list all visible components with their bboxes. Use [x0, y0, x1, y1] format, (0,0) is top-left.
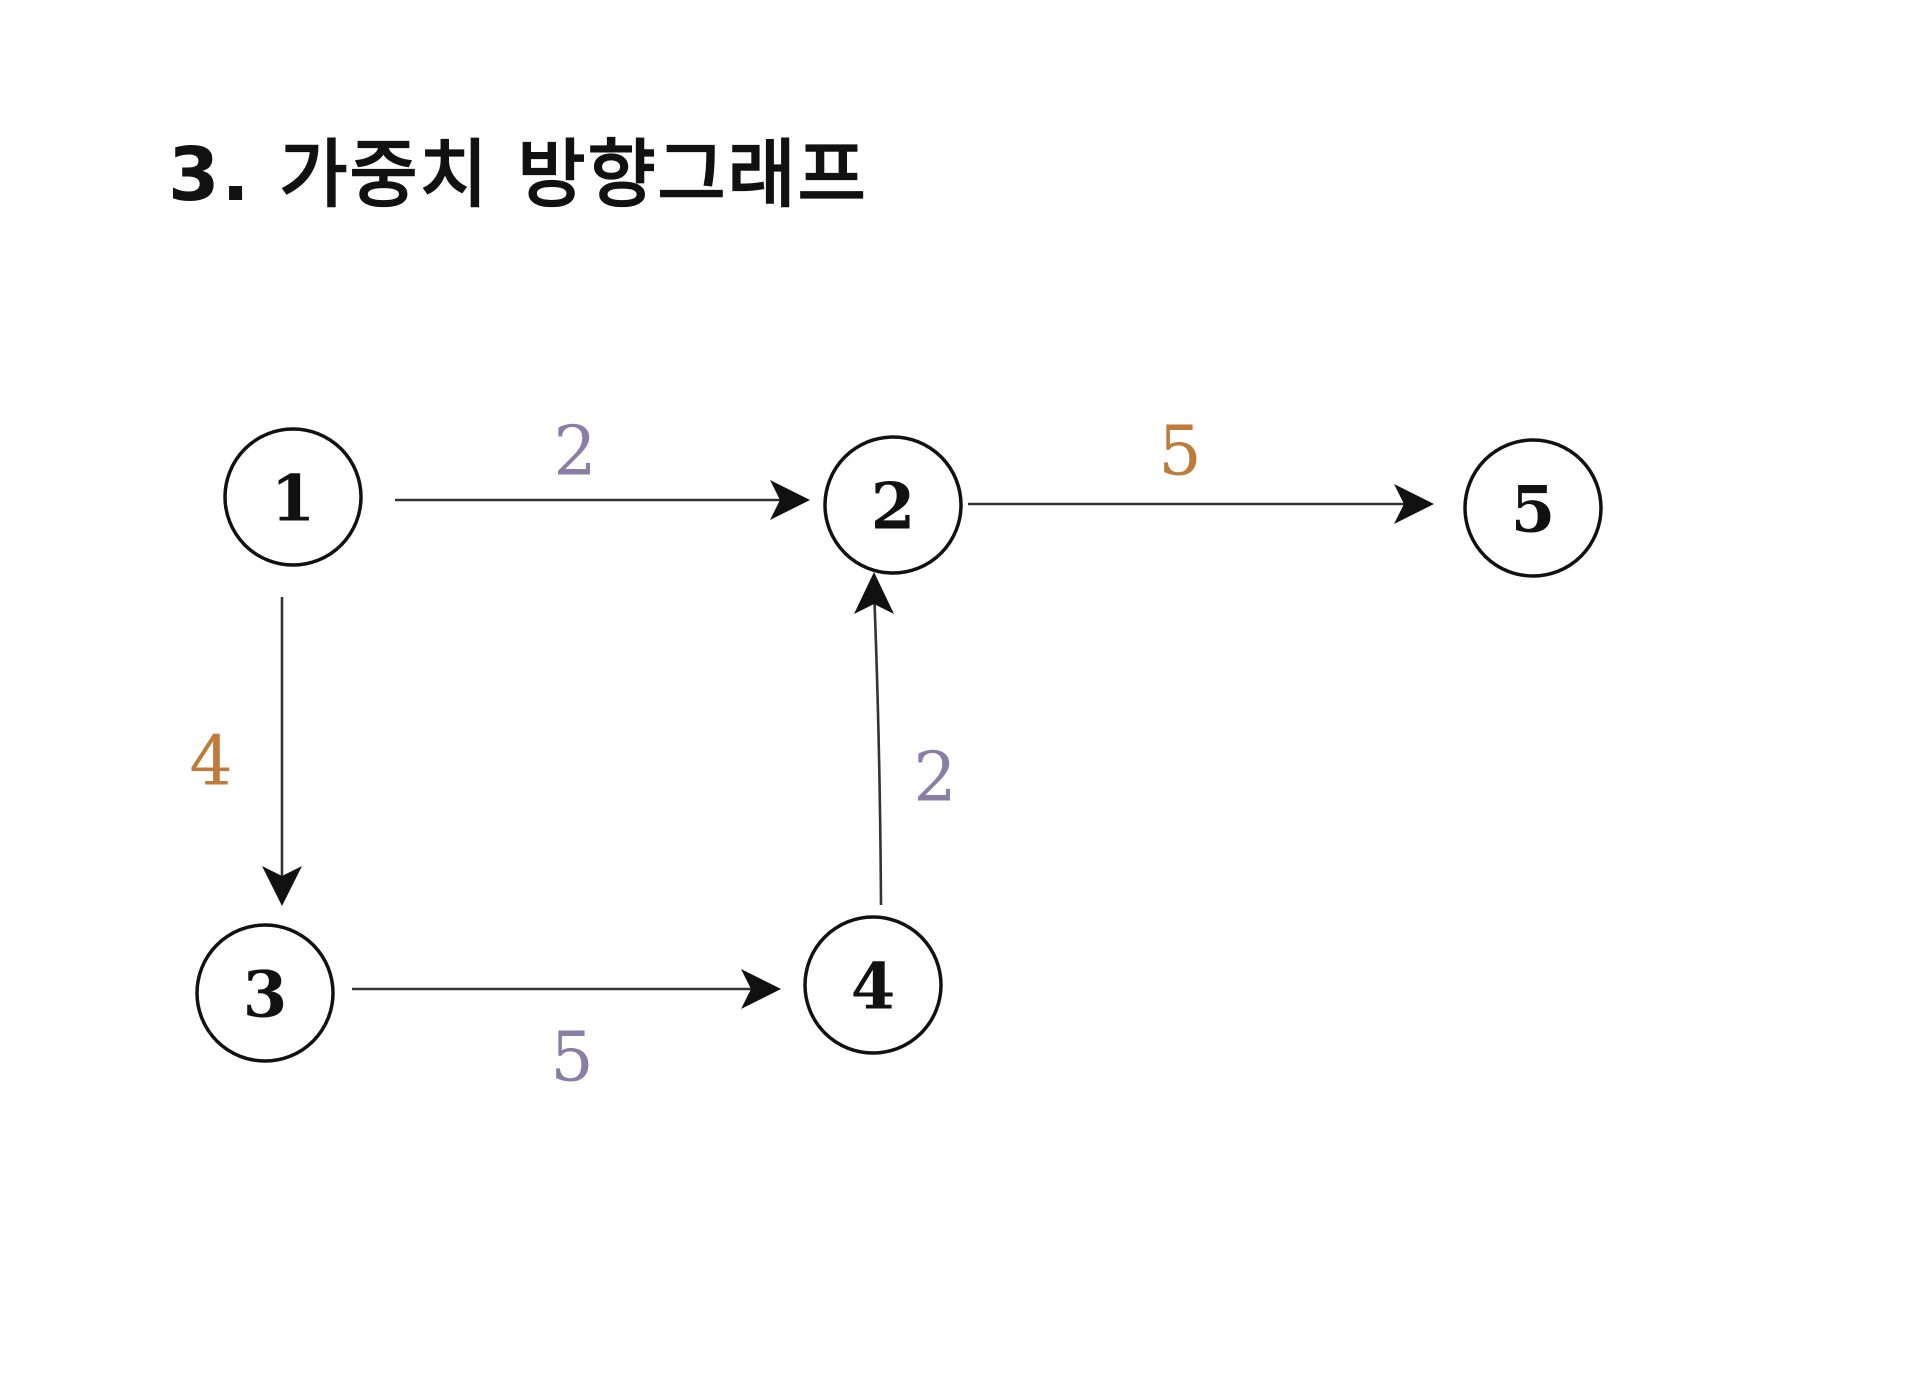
- node-4: 4: [803, 915, 943, 1055]
- edges: 2 5 4 2 5: [189, 413, 1434, 1098]
- diagram-title: 3. 가중치 방향그래프: [168, 132, 868, 218]
- edge-weight-1-3: 4: [189, 723, 232, 802]
- edge-4-2: 2: [854, 572, 957, 906]
- edge-weight-1-2: 2: [553, 413, 596, 492]
- arrowhead-icon: [854, 572, 894, 614]
- edge-1-3: 4: [189, 597, 302, 906]
- edge-1-2: 2: [395, 413, 810, 520]
- edge-weight-2-5: 5: [1158, 413, 1201, 492]
- edge-2-5: 5: [968, 413, 1434, 524]
- arrowhead-icon: [741, 969, 781, 1009]
- node-1: 1: [223, 427, 363, 567]
- node-5: 5: [1463, 438, 1603, 578]
- nodes: 1 2 5 3 4: [195, 427, 1603, 1063]
- node-label: 3: [243, 958, 288, 1033]
- edge-3-4: 5: [352, 969, 781, 1098]
- arrowhead-icon: [1394, 484, 1434, 524]
- node-label: 1: [271, 462, 316, 537]
- arrowhead-icon: [262, 866, 302, 906]
- node-label: 5: [1511, 473, 1556, 548]
- node-3: 3: [195, 923, 335, 1063]
- node-label: 4: [851, 950, 896, 1025]
- arrowhead-icon: [770, 480, 810, 520]
- edge-weight-4-2: 2: [913, 739, 956, 818]
- node-2: 2: [823, 435, 963, 575]
- node-label: 2: [871, 470, 916, 545]
- edge-weight-3-4: 5: [550, 1019, 593, 1098]
